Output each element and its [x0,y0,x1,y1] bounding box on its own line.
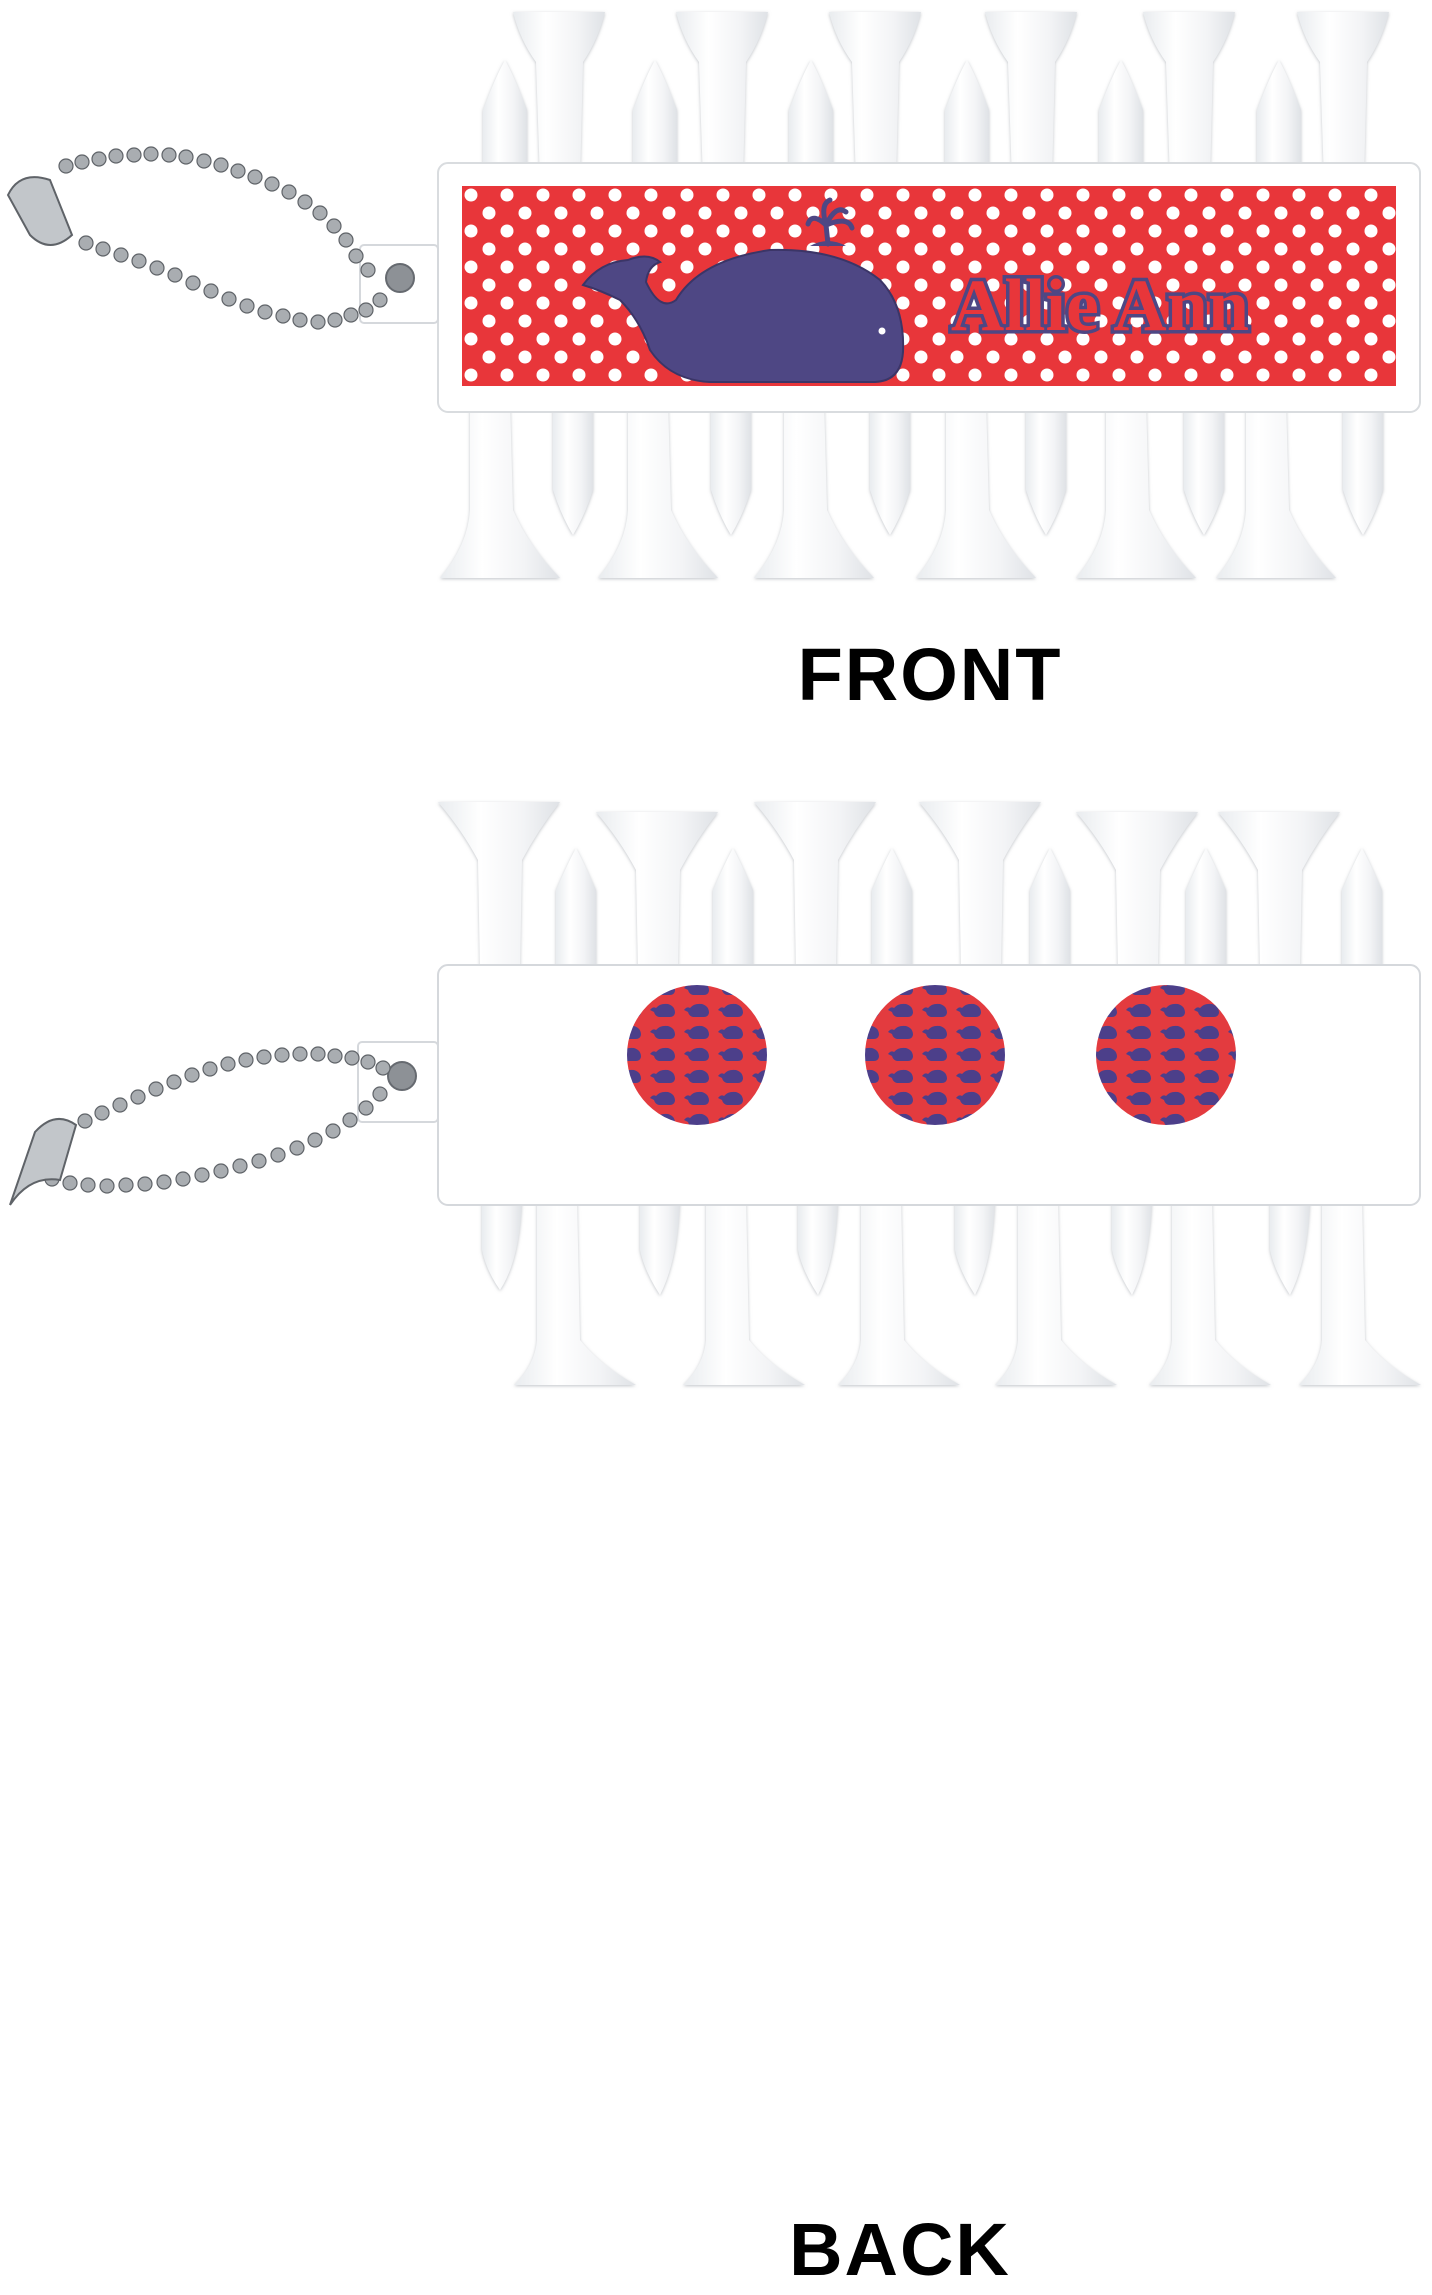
tee-top-pt-1 [483,60,527,180]
back-holder-graphic [9,802,1421,1385]
tee-top-5 [1143,12,1235,180]
front-view: Allie Ann FRONT [0,0,1432,716]
back-tee-holder [437,964,1421,1206]
front-holder-graphic: Allie Ann [6,12,1421,578]
back-tees-bottom [482,1198,1421,1385]
tee-top-1 [513,12,605,180]
tee-top-2 [676,12,768,180]
tee-top-pt-5 [1099,60,1143,180]
whale-icon [581,197,905,383]
personalization-name: Allie Ann [951,265,1249,347]
tee-top-pt-4 [945,60,989,180]
tee-top-pt-3 [789,60,833,180]
whale-pattern-badge-1 [627,985,767,1125]
back-view: BACK [0,780,1432,2291]
back-tees-top [438,802,1382,970]
whale-pattern-badge-3 [1096,985,1236,1125]
back-ball-chain [9,1041,439,1206]
tee-holder: Allie Ann [437,162,1421,413]
tee-top-pt-2 [633,60,677,180]
front-caption: FRONT [797,633,1063,716]
ball-chain [6,146,439,330]
tee-top-4 [985,12,1077,180]
tee-top-6 [1297,12,1389,180]
whale-pattern-badge-2 [865,985,1005,1125]
tees-bottom [440,400,1383,578]
back-caption: BACK [789,2208,1011,2291]
tees-top [483,12,1389,180]
tee-top-3 [829,12,921,180]
tee-top-pt-6 [1257,60,1301,180]
